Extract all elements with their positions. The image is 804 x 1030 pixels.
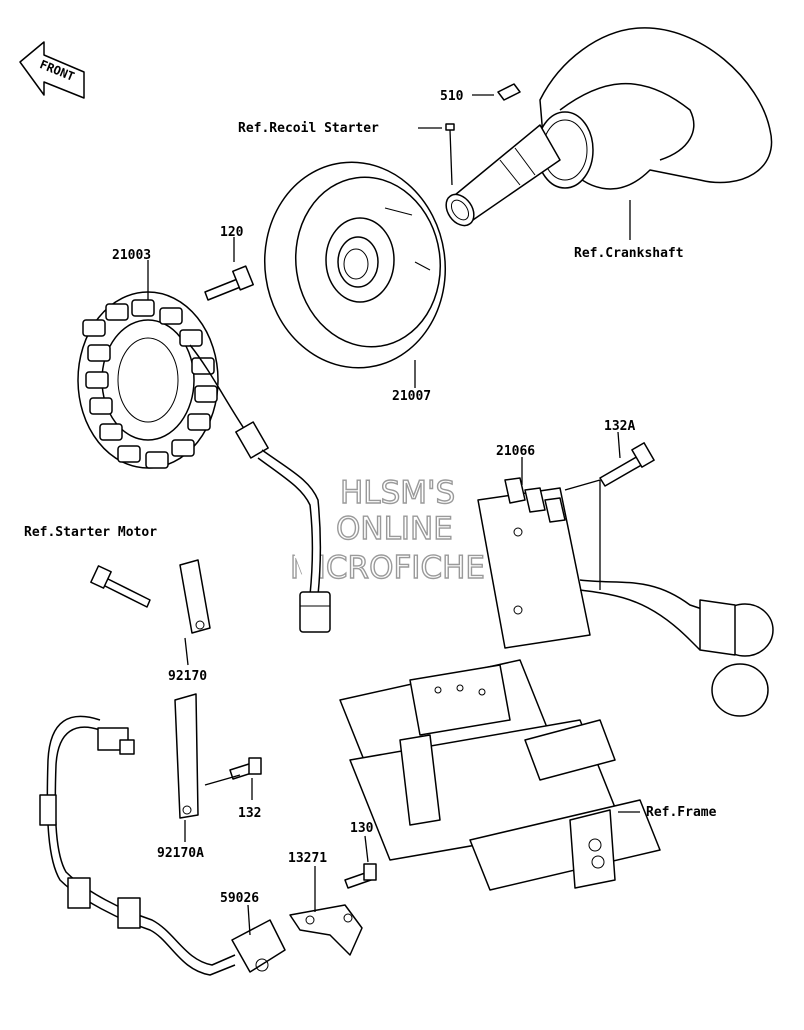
label-130: 130 <box>350 821 374 836</box>
label-recoil-starter: Ref.Recoil Starter <box>238 121 379 136</box>
recoil-key-part <box>445 123 455 131</box>
front-arrow-icon: FRONT <box>19 41 85 99</box>
watermark: HLSM'S ONLINE MICROFICHE <box>289 474 485 586</box>
label-120: 120 <box>220 225 244 240</box>
plate-13271-part <box>289 904 363 956</box>
flywheel-part <box>263 161 447 369</box>
label-132: 132 <box>238 806 261 821</box>
wire-harness-part <box>39 715 236 976</box>
bolt-starter-part <box>90 565 151 608</box>
key-510-part <box>497 83 521 101</box>
label-starter-motor: Ref.Starter Motor <box>24 525 157 540</box>
label-frame: Ref.Frame <box>646 805 717 820</box>
label-21066: 21066 <box>496 444 535 459</box>
bolt-130-part <box>344 863 377 889</box>
callout-labels: 510 Ref.Recoil Starter Ref.Crankshaft 12… <box>24 89 717 906</box>
label-crankshaft: Ref.Crankshaft <box>574 246 684 261</box>
watermark-line-2: ONLINE <box>336 511 453 547</box>
label-510: 510 <box>440 89 464 104</box>
label-132A: 132A <box>604 419 635 434</box>
bracket-92170-part <box>179 559 211 634</box>
bolt-132A-part <box>599 442 655 487</box>
leader-lines <box>147 94 640 936</box>
sensor-59026-part <box>231 919 286 973</box>
bracket-92170A-part <box>174 693 199 819</box>
watermark-line-1: HLSM'S <box>340 475 455 511</box>
watermark-line-3: MICROFICHE <box>290 550 485 586</box>
label-21007: 21007 <box>392 389 431 404</box>
regulator-part <box>477 477 774 717</box>
bolt-132-part <box>229 757 262 780</box>
frame-part <box>339 659 661 891</box>
label-92170: 92170 <box>168 669 207 684</box>
label-59026: 59026 <box>220 891 259 906</box>
label-21003: 21003 <box>112 248 151 263</box>
stator-part <box>77 291 331 633</box>
crankshaft-part <box>445 27 773 227</box>
label-13271: 13271 <box>288 851 327 866</box>
bolt-120-part <box>204 265 254 301</box>
label-92170A: 92170A <box>157 846 204 861</box>
